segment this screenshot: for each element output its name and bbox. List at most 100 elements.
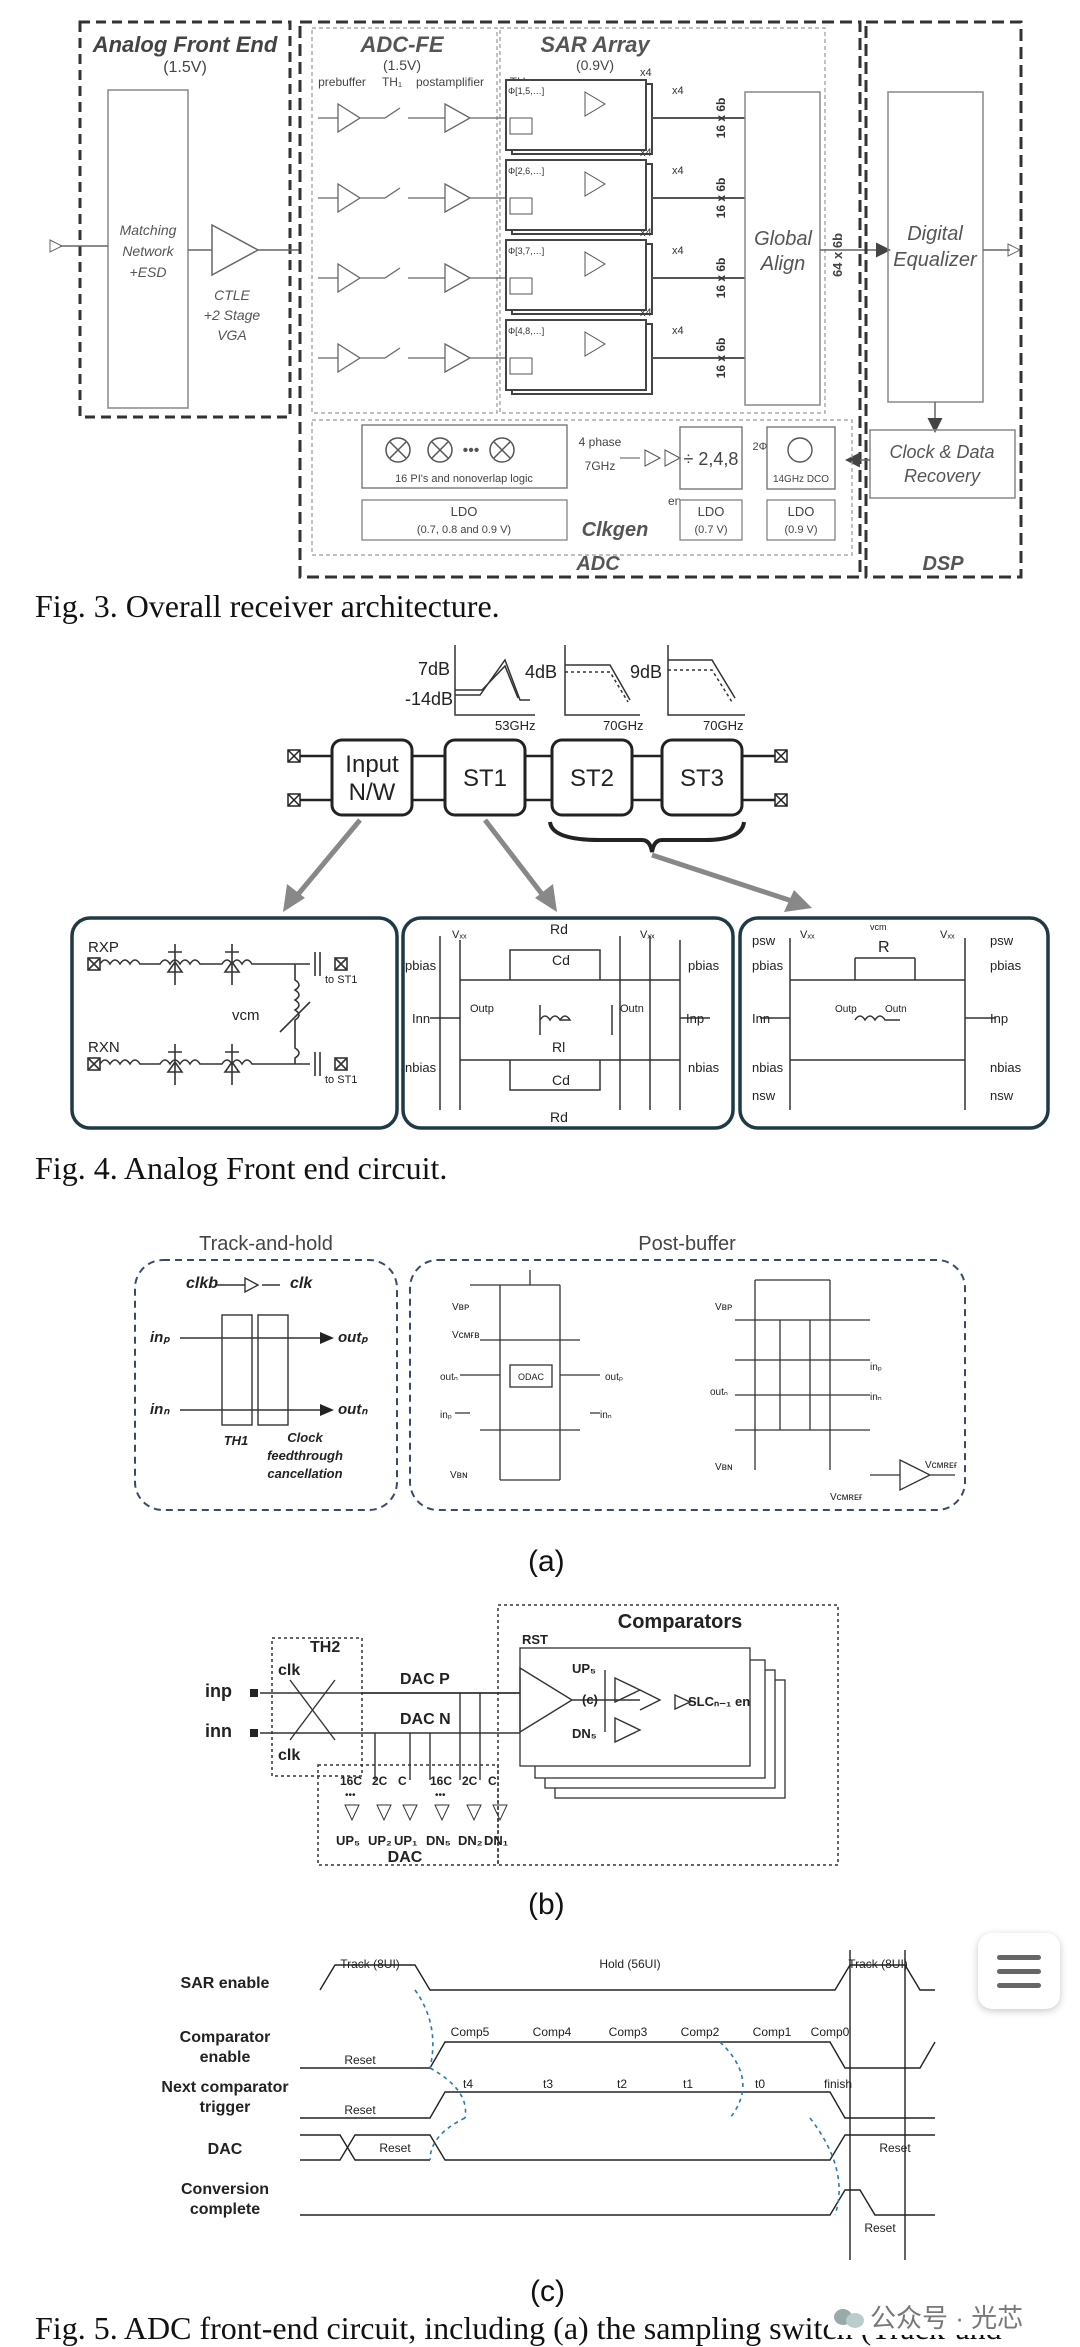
fig3-sar-slice (505, 79, 647, 151)
svg-text:Global: Global (754, 228, 812, 250)
fig5c-comp-label: Comp5 (451, 2025, 490, 2039)
svg-text:Vʙᴘ: Vʙᴘ (452, 1302, 469, 1313)
svg-text:Matching: Matching (120, 222, 177, 238)
svg-text:outₚ: outₚ (605, 1372, 623, 1383)
svg-text:Clock & Data: Clock & Data (889, 442, 994, 462)
fig3-sar-comp (584, 91, 606, 117)
svg-text:Post-buffer: Post-buffer (638, 1233, 736, 1255)
fig3-x4-label: x4 (640, 227, 652, 239)
fig3-bus-label: 16 x 6b (714, 258, 728, 299)
fig5c-row-label: Comparator (180, 2029, 271, 2046)
afe-title: Analog Front End (92, 32, 278, 57)
svg-text:÷ 2,4,8: ÷ 2,4,8 (684, 449, 739, 469)
svg-text:LDO: LDO (698, 504, 725, 519)
fig5c-label: (c) (530, 2275, 565, 2308)
fig5b-sar-comparator: Comparators inp inn clk clk TH2 DAC P DA… (205, 1604, 839, 1866)
svg-text:Vₓₓ: Vₓₓ (940, 929, 955, 941)
svg-text:R: R (878, 939, 890, 956)
fig5c-reset-label: Reset (344, 2103, 376, 2117)
fig5b-cap-label: 2C (462, 1774, 478, 1788)
fig5b-ctrl-label: DN₅ (426, 1833, 451, 1848)
svg-text:Outp: Outp (835, 1004, 857, 1015)
svg-text:Track (8UI): Track (8UI) (340, 1957, 400, 1971)
fig5b-cap-driver (434, 1804, 450, 1822)
svg-text:Outn: Outn (620, 1003, 644, 1015)
fig5b-ctrl-label: UP₅ (336, 1833, 360, 1848)
fig3-fe-path (318, 102, 512, 134)
fig3-x4-label: x4 (672, 245, 684, 257)
menu-icon-bar (997, 1982, 1041, 1988)
fig3-sar-logic (509, 117, 533, 135)
svg-text:(0.9V): (0.9V) (576, 57, 614, 73)
svg-text:pbias: pbias (990, 958, 1022, 973)
svg-text:Comparators: Comparators (618, 1611, 742, 1633)
fig3-bus-label: 16 x 6b (714, 178, 728, 219)
fig3-x4-label: x4 (640, 147, 652, 159)
fig3-x4-label: x4 (672, 325, 684, 337)
svg-text:DAC: DAC (388, 1849, 423, 1866)
fig3-sar-comp (584, 251, 606, 277)
svg-text:Rd: Rd (550, 921, 568, 937)
svg-text:Inn: Inn (412, 1011, 430, 1026)
fig3-sar-comp (584, 331, 606, 357)
svg-text:DN₅: DN₅ (572, 1726, 597, 1741)
wechat-icon (834, 2305, 864, 2329)
svg-text:vcm: vcm (232, 1007, 260, 1024)
svg-text:nbias: nbias (752, 1060, 784, 1075)
fig3-x4-label: x4 (672, 165, 684, 177)
fig5c-trigger-label: t2 (617, 2077, 627, 2091)
svg-text:ADC-FE: ADC-FE (359, 32, 444, 57)
fig5a-track-hold-postbuffer: Track-and-hold Post-buffer clkb clk inₚ … (134, 1233, 966, 1511)
svg-text:14GHz DCO: 14GHz DCO (773, 474, 829, 485)
menu-icon-bar (997, 1968, 1041, 1974)
svg-text:Vʙᴘ: Vʙᴘ (715, 1302, 732, 1313)
fig5b-ctrl-label: DN₂ (458, 1833, 483, 1848)
svg-text:postamplifier: postamplifier (416, 75, 484, 89)
fig5b-cap-label: 2C (372, 1774, 388, 1788)
fig3-x4-label: x4 (640, 307, 652, 319)
svg-text:Vᴄᴍғʙ: Vᴄᴍғʙ (452, 1330, 480, 1341)
fig5b-dots: ••• (435, 1790, 446, 1801)
svg-text:7GHz: 7GHz (585, 459, 616, 473)
svg-text:Clock: Clock (287, 1430, 323, 1445)
fig5c-reset-label: Reset (379, 2141, 411, 2155)
svg-text:pbias: pbias (752, 958, 784, 973)
svg-text:ADC: ADC (575, 553, 620, 575)
fig5b-cap-label: 16C (340, 1774, 362, 1788)
fig5b-dots: ••• (345, 1790, 356, 1801)
fig5b-cap-driver (402, 1804, 418, 1822)
svg-text:inₙ: inₙ (600, 1410, 612, 1421)
svg-text:Cd: Cd (552, 952, 570, 968)
svg-text:LDO: LDO (451, 504, 478, 519)
svg-text:64 x 6b: 64 x 6b (830, 233, 845, 277)
fig3-sar-logic (509, 357, 533, 375)
svg-text:psw: psw (990, 933, 1014, 948)
fig3-sar-slice (505, 319, 647, 391)
fig3-sar-slice (505, 159, 647, 231)
menu-button[interactable] (978, 1933, 1060, 2009)
svg-text:nbias: nbias (990, 1060, 1022, 1075)
fig3-x4-label: x4 (640, 67, 652, 79)
fig3-sar-logic (509, 277, 533, 295)
svg-text:Align: Align (760, 253, 805, 275)
fig5b-cap-label: C (488, 1774, 497, 1788)
fig3-sar-slice (505, 239, 647, 311)
svg-text:Input: Input (345, 751, 399, 778)
watermark: 公众号 · 光芯 (828, 2298, 1030, 2335)
svg-text:inp: inp (205, 1681, 232, 1701)
fig5c-trigger-label: finish (824, 2077, 852, 2091)
svg-text:DAC N: DAC N (400, 1711, 451, 1728)
svg-text:TH₁: TH₁ (382, 75, 402, 89)
svg-text:ST1: ST1 (463, 765, 507, 792)
svg-text:Vₓₓ: Vₓₓ (800, 929, 815, 941)
fig3-bus-label: 16 x 6b (714, 338, 728, 379)
svg-text:prebuffer: prebuffer (318, 75, 366, 89)
svg-text:Track-and-hold: Track-and-hold (199, 1233, 333, 1255)
svg-text:Outn: Outn (885, 1004, 907, 1015)
svg-text:Vᴄᴍʀᴇғ: Vᴄᴍʀᴇғ (830, 1492, 863, 1503)
svg-text:(0.7, 0.8 and 0.9 V): (0.7, 0.8 and 0.9 V) (417, 524, 511, 536)
svg-text:VGA: VGA (217, 327, 247, 343)
svg-text:Clkgen: Clkgen (582, 519, 649, 541)
svg-text:inn: inn (205, 1721, 232, 1741)
